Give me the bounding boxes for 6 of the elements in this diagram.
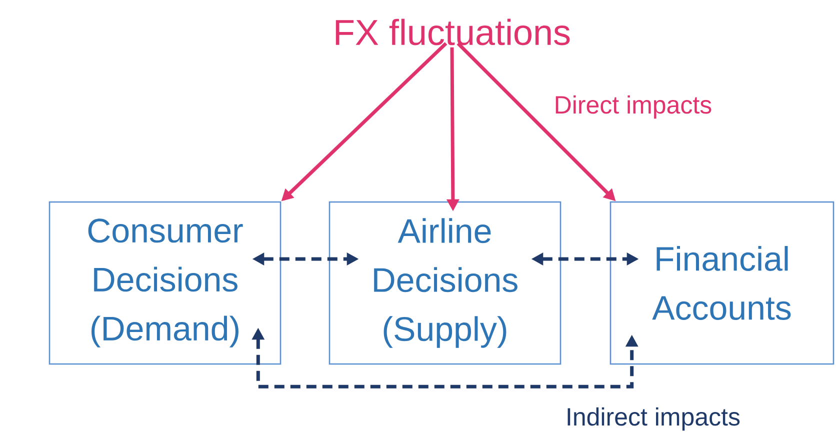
decision-box: Financial Accounts bbox=[610, 201, 834, 365]
edge-label: Indirect impacts bbox=[564, 406, 742, 432]
decision-box: Airline Decisions (Supply) bbox=[328, 201, 562, 365]
decision-box: Consumer Decisions (Demand) bbox=[48, 201, 282, 365]
edge-label: Direct impacts bbox=[552, 94, 714, 120]
title-text: FX fluctuations bbox=[336, 18, 570, 46]
